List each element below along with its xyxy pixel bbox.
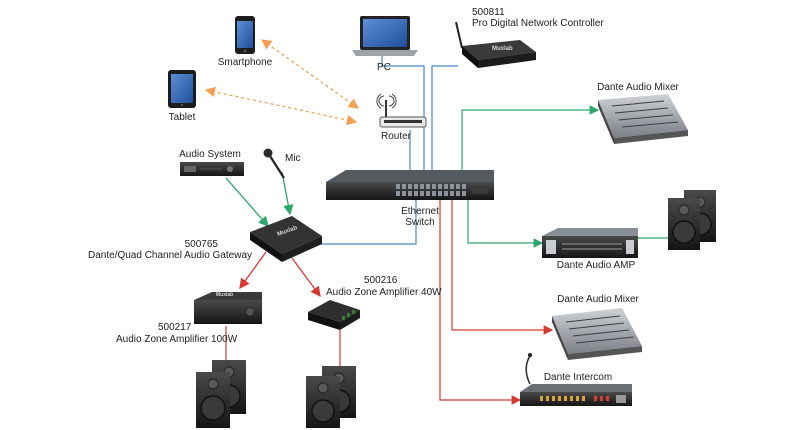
router-label: Router [381,131,412,142]
ethernet-switch-icon [326,170,494,200]
dante-mixer-bottom-label: Dante Audio Mixer [557,294,639,305]
dante-intercom-label: Dante Intercom [544,372,612,383]
dante-amp-label: Dante Audio AMP [557,260,636,271]
amplifier-100w-icon: Muxlab [194,292,262,324]
link-switch-dante-amp [467,196,544,248]
tablet-icon [168,70,196,108]
link-gateway-amp40 [291,257,321,298]
amp40-code-label: 500216 [364,275,398,286]
smartphone-label: Smartphone [218,57,273,68]
labels: PC 500811 Pro Digital Network Controller… [88,7,680,383]
ethernet-link-gateway [318,200,417,245]
amp100-name-label: Audio Zone Amplifier 100W [116,334,238,345]
connection-lines [204,39,668,405]
wireless-link-smartphone [260,39,360,109]
wireless-link-tablet [204,86,358,126]
gateway-name-label: Dante/Quad Channel Audio Gateway [88,250,252,261]
ethernet-link-controller [431,65,458,180]
amplifier-40w-icon [308,300,360,330]
speaker-pair-amp100-icon [196,360,246,428]
amp100-code-label: 500217 [158,322,192,333]
svg-text:Muxlab: Muxlab [216,292,233,298]
speaker-pair-amp40-icon [306,366,356,428]
dante-audio-mixer-top-icon [598,94,688,144]
amp40-name-label: Audio Zone Amplifier 40W [326,287,442,298]
controller-code-label: 500811 [472,7,505,18]
gateway-code-label: 500765 [185,239,219,250]
switch-label-line1: Ethernet [401,206,439,217]
dante-audio-amp-icon [542,228,638,258]
smartphone-icon [235,16,255,54]
link-mic-gateway [281,171,294,216]
audio-gateway-icon: Muxlab [250,216,322,262]
link-audio-system-gateway [225,177,269,227]
tablet-label: Tablet [169,112,196,123]
pc-label: PC [377,62,391,73]
dante-intercom-icon [520,353,632,406]
pc-laptop-icon [352,16,418,56]
controller-name-label: Pro Digital Network Controller [472,18,604,29]
router-icon [376,93,427,128]
mic-label: Mic [285,153,301,164]
network-controller-icon: Muxlab [455,21,536,68]
link-switch-dante-mixer-top [461,105,600,182]
speaker-pair-right-icon [668,190,716,250]
dante-mixer-top-label: Dante Audio Mixer [597,82,679,93]
switch-label-line2: Switch [405,217,434,228]
audio-system-label: Audio System [179,149,241,160]
microphone-icon [263,148,285,179]
audio-system-icon [180,162,244,176]
link-switch-dante-mixer-bottom [451,200,554,335]
link-gateway-amp100 [239,251,267,290]
svg-text:Muxlab: Muxlab [492,46,513,52]
link-switch-dante-intercom [439,200,522,405]
dante-audio-mixer-bottom-icon [552,308,642,360]
